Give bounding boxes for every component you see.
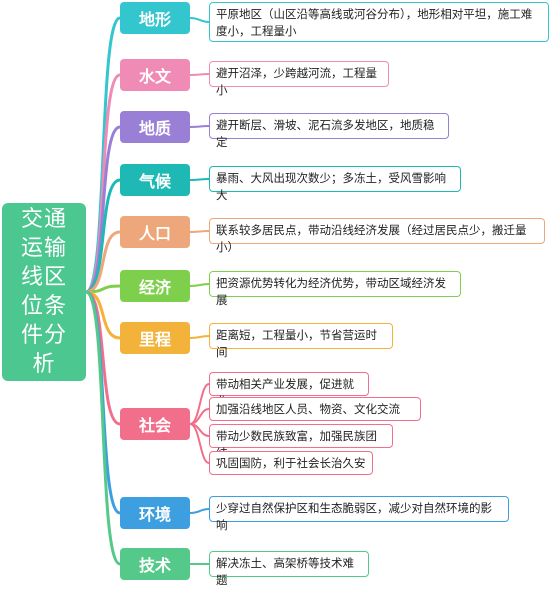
- topic-jishu: 技术: [120, 548, 190, 580]
- topic-dizhi: 地质: [120, 111, 190, 143]
- link-dizhi-detail: [189, 125, 210, 128]
- topic-label: 技术: [138, 556, 171, 575]
- topic-label: 地质: [138, 119, 171, 138]
- detail-huanjing: 少穿过自然保护区和生态脆弱区，减少对自然环境的影响: [209, 496, 509, 532]
- detail-jishu: 解决冻土、高架桥等技术难题: [209, 551, 369, 587]
- topic-huanjing: 环境: [120, 497, 190, 529]
- detail-qihou: 暴雨、大风出现次数少；多冻土，受风雪影响大: [209, 166, 461, 202]
- detail-dizhi: 避开断层、滑坡、泥石流多发地区，地质稳定: [209, 113, 449, 149]
- link-licheng-detail: [189, 335, 210, 339]
- topic-licheng: 里程: [120, 322, 190, 354]
- root-topic: 交通运输线区位条件分析: [2, 203, 86, 381]
- detail-renkou: 联系较多居民点，带动沿线经济发展（经过居民点少，搬迁量小）: [209, 218, 545, 254]
- root-topic-label: 交通运输线区位条件分析: [20, 207, 67, 377]
- topic-label: 环境: [138, 505, 171, 524]
- link-shehui-detail: [189, 423, 210, 464]
- topic-jingji: 经济: [120, 270, 190, 302]
- link-shuiwen-detail: [189, 73, 210, 76]
- detail-shehui: 带动少数民族致富，加强民族团结: [209, 424, 393, 460]
- topic-shuiwen: 水文: [120, 59, 190, 91]
- topic-label: 里程: [138, 330, 171, 349]
- detail-shehui: 巩固国防，利于社会长治久安: [209, 451, 373, 475]
- link-root-licheng: [85, 290, 121, 340]
- topic-renkou: 人口: [120, 216, 190, 248]
- topic-label: 水文: [138, 67, 171, 86]
- link-jingji-detail: [189, 283, 210, 287]
- link-huanjing-detail: [189, 508, 210, 514]
- detail-dixing: 平原地区（山区沿等高线或河谷分布），地形相对平坦，施工难度小，工程量小: [209, 2, 549, 42]
- topic-label: 地形: [138, 10, 171, 29]
- topic-label: 社会: [138, 416, 171, 435]
- link-dixing-detail: [189, 17, 210, 23]
- topic-label: 气候: [138, 172, 171, 191]
- link-root-jishu: [85, 290, 121, 566]
- link-root-dixing: [85, 16, 121, 294]
- detail-shehui: 带动相关产业发展，促进就业: [209, 372, 369, 408]
- link-root-renkou: [85, 230, 121, 294]
- topic-label: 人口: [138, 224, 171, 243]
- topic-label: 经济: [138, 278, 171, 297]
- topic-shehui: 社会: [120, 408, 190, 440]
- detail-shehui: 加强沿线地区人员、物资、文化交流: [209, 397, 421, 421]
- link-qihou-detail: [189, 178, 210, 181]
- link-renkou-detail: [189, 230, 210, 233]
- detail-shuiwen: 避开沼泽，少跨越河流，工程量小: [209, 61, 389, 97]
- link-root-qihou: [85, 178, 121, 294]
- topic-qihou: 气候: [120, 164, 190, 196]
- topic-dixing: 地形: [120, 2, 190, 34]
- detail-jingji: 把资源优势转化为经济优势，带动区域经济发展: [209, 271, 461, 307]
- detail-licheng: 距离短，工程量小，节省营运时间: [209, 323, 393, 359]
